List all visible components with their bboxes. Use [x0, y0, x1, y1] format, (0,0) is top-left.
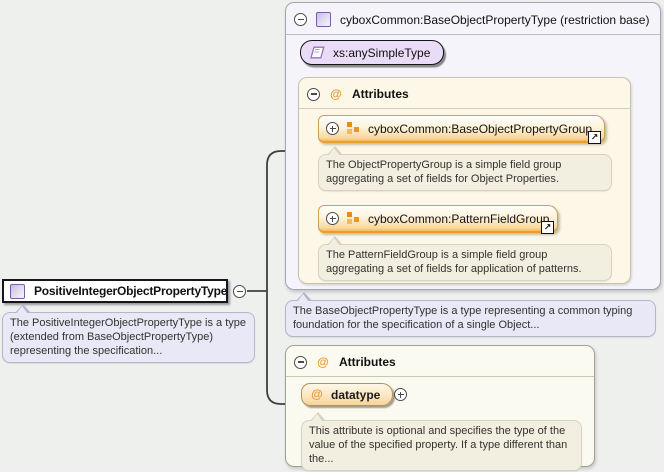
complex-type-icon: [10, 283, 25, 299]
collapse-toggle-icon[interactable]: [233, 285, 246, 298]
complex-type-icon: [316, 12, 331, 27]
badge-pattern-field-group[interactable]: cyboxCommon:PatternFieldGroup: [318, 205, 558, 234]
base-type-title: cyboxCommon:BaseObjectPropertyType (rest…: [340, 12, 650, 27]
attribute-name-label: datatype: [331, 387, 381, 402]
node-description-text: The PositiveIntegerObjectPropertyType is…: [10, 317, 247, 358]
collapse-toggle-icon[interactable]: [294, 355, 307, 369]
expand-toggle-icon[interactable]: [394, 388, 407, 401]
group-label: cyboxCommon:PatternFieldGroup: [368, 211, 550, 226]
collapse-toggle-icon[interactable]: [294, 13, 307, 26]
attribute-at-icon: [329, 88, 343, 101]
attribute-at-icon: [310, 388, 324, 401]
node-description-tooltip: The PositiveIntegerObjectPropertyType is…: [2, 303, 255, 364]
goto-definition-arrow-icon[interactable]: [588, 131, 601, 144]
expand-toggle-icon[interactable]: [326, 122, 339, 135]
base-type-description-text: The BaseObjectPropertyType is a type rep…: [293, 305, 633, 332]
simple-type-icon: [310, 46, 325, 59]
badge-xs-anysimpletype[interactable]: xs:anySimpleType: [300, 40, 445, 65]
group-description-tooltip: The PatternFieldGroup is a simple field …: [318, 235, 612, 282]
attributes-header-label: Attributes: [339, 355, 396, 369]
node-label: PositiveIntegerObjectPropertyType: [34, 284, 228, 298]
own-attributes-panel: Attributes datatype This attribute is op…: [285, 345, 595, 472]
goto-definition-arrow-icon[interactable]: [541, 221, 554, 234]
base-type-panel-header: cyboxCommon:BaseObjectPropertyType (rest…: [286, 3, 660, 35]
own-attributes-header: Attributes: [286, 346, 594, 377]
attribute-description-tooltip: This attribute is optional and specifies…: [301, 411, 582, 472]
group-label: cyboxCommon:BaseObjectPropertyGroup: [368, 121, 593, 136]
badge-datatype-attribute[interactable]: datatype: [301, 383, 394, 406]
base-type-panel: cyboxCommon:BaseObjectPropertyType (rest…: [285, 2, 661, 290]
base-type-description-tooltip: The BaseObjectPropertyType is a type rep…: [285, 291, 656, 338]
attributes-section: Attributes cyboxCommon:BaseObjectPropert…: [298, 77, 631, 284]
attribute-group-icon: [347, 122, 360, 135]
group-description-text: The PatternFieldGroup is a simple field …: [326, 249, 582, 276]
attributes-header-label: Attributes: [352, 87, 409, 101]
attribute-group-icon: [347, 212, 360, 225]
expand-toggle-icon[interactable]: [326, 212, 339, 225]
node-positive-integer-object-property-type[interactable]: PositiveIntegerObjectPropertyType: [2, 279, 228, 303]
group-description-tooltip: The ObjectPropertyGroup is a simple fiel…: [318, 145, 612, 192]
attribute-at-icon: [316, 356, 330, 369]
group-description-text: The ObjectPropertyGroup is a simple fiel…: [326, 159, 562, 186]
simple-type-label: xs:anySimpleType: [333, 45, 431, 60]
attribute-description-text: This attribute is optional and specifies…: [309, 425, 568, 466]
attributes-section-header: Attributes: [299, 78, 630, 109]
collapse-toggle-icon[interactable]: [307, 87, 320, 101]
badge-base-object-property-group[interactable]: cyboxCommon:BaseObjectPropertyGroup: [318, 115, 605, 144]
